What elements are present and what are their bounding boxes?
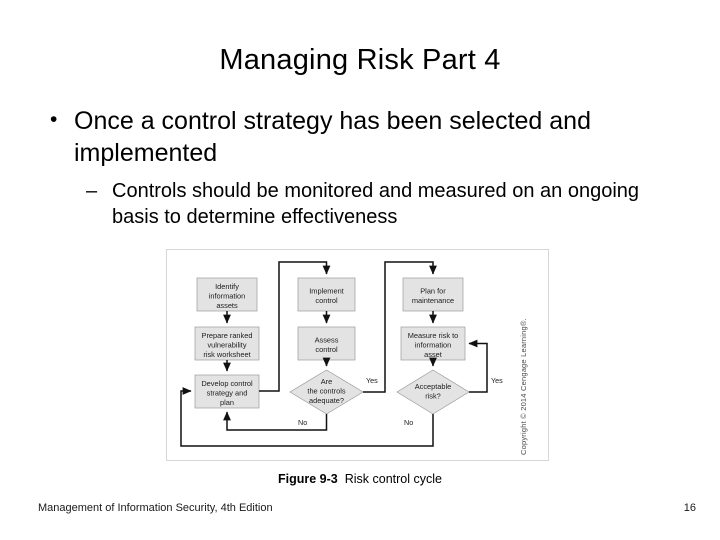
svg-text:risk worksheet: risk worksheet (203, 350, 250, 359)
bullet-level1-text: Once a control strategy has been selecte… (74, 107, 591, 167)
footer-book-title: Management of Information Security, 4th … (38, 502, 273, 514)
node-plan-for-maintenance: Plan for maintenance (402, 277, 464, 312)
svg-text:Prepare ranked: Prepare ranked (202, 331, 253, 340)
edge-label-acceptable-risk-no: No (404, 418, 413, 427)
figure-copyright: Copyright © 2014 Cengage Learning®. (519, 318, 528, 455)
svg-text:asset: asset (424, 350, 442, 359)
bullet-marker-level2: – (86, 179, 98, 202)
svg-text:Assess: Assess (315, 336, 339, 345)
svg-text:Implement: Implement (309, 287, 344, 296)
figure-caption: Figure 9-3 Risk control cycle (0, 472, 720, 486)
node-are-the-controls-adequate: Are the controls adequate? (289, 369, 364, 415)
bullet-level2: – Controls should be monitored and measu… (36, 178, 684, 230)
figure-number: Figure 9-3 (278, 472, 338, 486)
svg-text:Plan for: Plan for (420, 287, 446, 296)
edge-label-acceptable-risk-yes: Yes (491, 376, 503, 385)
svg-text:assets: assets (216, 301, 238, 310)
bullet-marker-level1: • (50, 108, 58, 131)
slide-body: • Once a control strategy has been selec… (36, 106, 684, 230)
node-measure-risk-to-information-asset: Measure risk to information asset (400, 326, 466, 361)
edge-label-controls-adequate-yes: Yes (366, 376, 378, 385)
svg-text:Measure risk to: Measure risk to (408, 331, 459, 340)
node-develop-control-strategy-and-plan: Develop control strategy and plan (194, 374, 260, 409)
figure-title: Risk control cycle (344, 472, 442, 486)
svg-text:risk?: risk? (425, 392, 441, 401)
svg-text:Acceptable: Acceptable (415, 382, 452, 391)
svg-text:strategy and: strategy and (207, 389, 248, 398)
node-implement-control: Implement control (297, 277, 356, 312)
svg-text:plan: plan (220, 398, 234, 407)
node-assess-control: Assess control (297, 326, 356, 361)
edge-label-controls-adequate-no: No (298, 418, 307, 427)
svg-text:Identify: Identify (215, 282, 239, 291)
svg-text:vulnerability: vulnerability (207, 341, 246, 350)
bullet-level1: • Once a control strategy has been selec… (36, 106, 684, 170)
slide-number: 16 (683, 502, 696, 514)
svg-text:control: control (315, 296, 338, 305)
node-identify-information-assets: Identify information assets (196, 277, 258, 312)
node-acceptable-risk: Acceptable risk? (396, 369, 470, 415)
bullet-level2-text: Controls should be monitored and measure… (112, 179, 640, 228)
figure-image: Identify information assets Prepare rank… (166, 249, 549, 461)
svg-text:maintenance: maintenance (412, 296, 454, 305)
svg-text:information: information (415, 341, 452, 350)
page-title: Managing Risk Part 4 (219, 44, 501, 76)
node-prepare-ranked-vulnerability-risk-worksheet: Prepare ranked vulnerability risk worksh… (194, 326, 260, 361)
svg-text:information: information (209, 292, 246, 301)
svg-text:adequate?: adequate? (309, 396, 344, 405)
svg-text:Develop control: Develop control (201, 379, 253, 388)
svg-text:control: control (315, 345, 338, 354)
svg-text:Are: Are (321, 377, 333, 386)
flow-connectors (180, 261, 488, 447)
svg-text:the controls: the controls (307, 387, 346, 396)
risk-control-cycle-flowchart: Identify information assets Prepare rank… (180, 261, 503, 447)
